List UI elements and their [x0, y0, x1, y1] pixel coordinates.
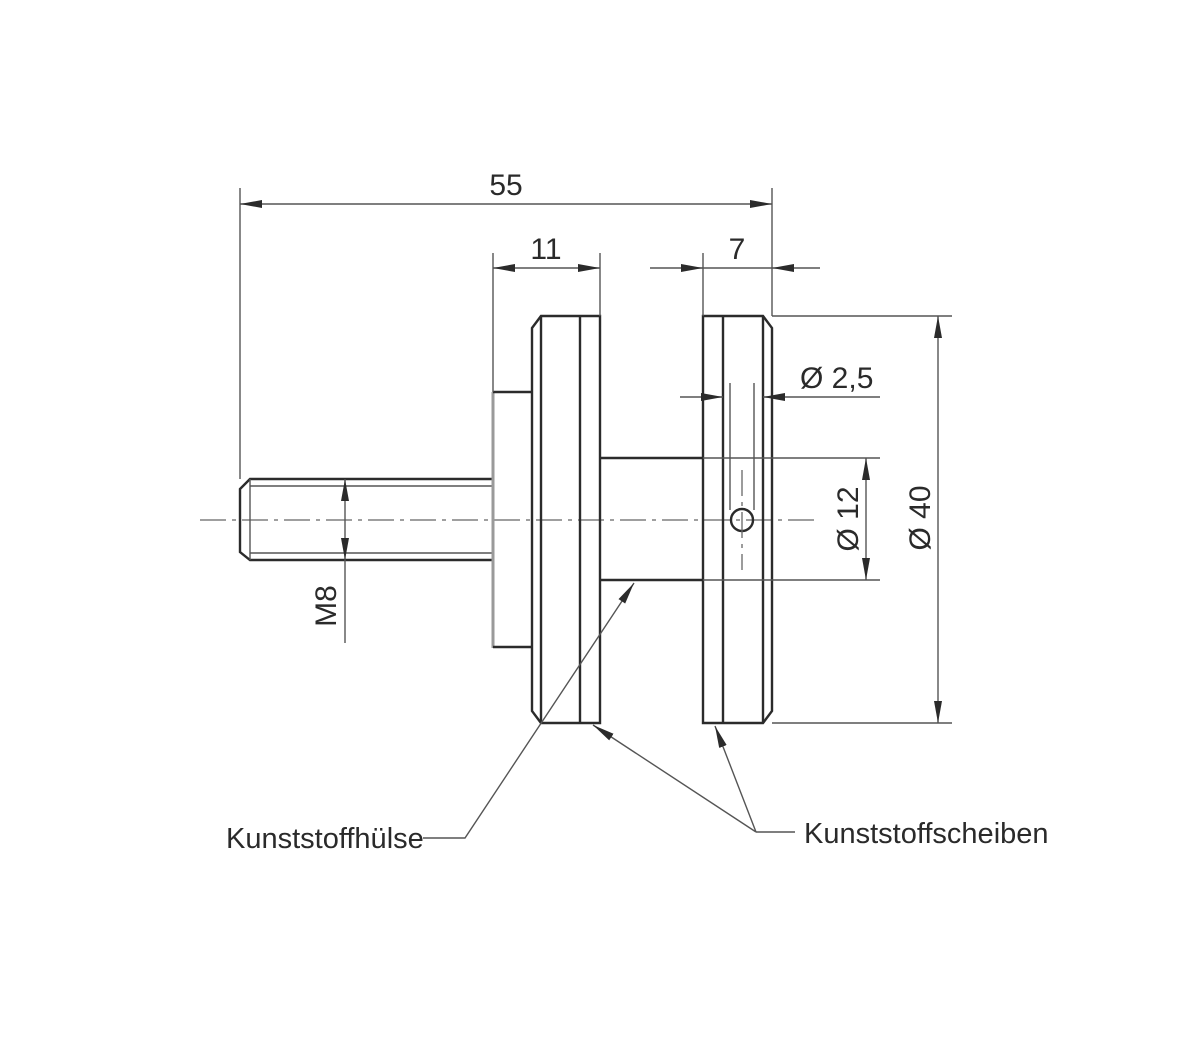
threaded-stud — [238, 477, 492, 562]
dim-shaft-diameter: Ø 12 — [832, 458, 870, 580]
leader-washers: Kunststoffscheiben — [592, 724, 1049, 850]
dim-disc-diameter: Ø 40 — [904, 316, 942, 723]
dim-12-text: Ø 12 — [832, 486, 865, 551]
dim-disc-width: 7 — [650, 233, 820, 272]
label-washers: Kunststoffscheiben — [804, 818, 1049, 850]
dim-11-text: 11 — [530, 233, 561, 266]
dim-hub-width: 11 — [493, 233, 600, 272]
label-sleeve: Kunststoffhülse — [226, 823, 424, 855]
dim-thread: M8 — [310, 479, 349, 643]
dim-7-text: 7 — [729, 233, 746, 266]
leader-sleeve: Kunststoffhülse — [226, 582, 635, 855]
dim-2-5-text: Ø 2,5 — [800, 362, 873, 395]
hub — [491, 390, 532, 649]
dim-55-text: 55 — [489, 169, 522, 202]
right-disc — [701, 314, 774, 725]
sleeve-shaft — [600, 456, 703, 582]
dim-40-text: Ø 40 — [904, 485, 937, 550]
left-disc — [530, 314, 602, 725]
dim-overall-length: 55 — [240, 169, 772, 208]
extension-lines — [239, 188, 952, 724]
dim-hole-diameter: Ø 2,5 — [680, 362, 880, 401]
dim-m8-text: M8 — [310, 585, 343, 627]
